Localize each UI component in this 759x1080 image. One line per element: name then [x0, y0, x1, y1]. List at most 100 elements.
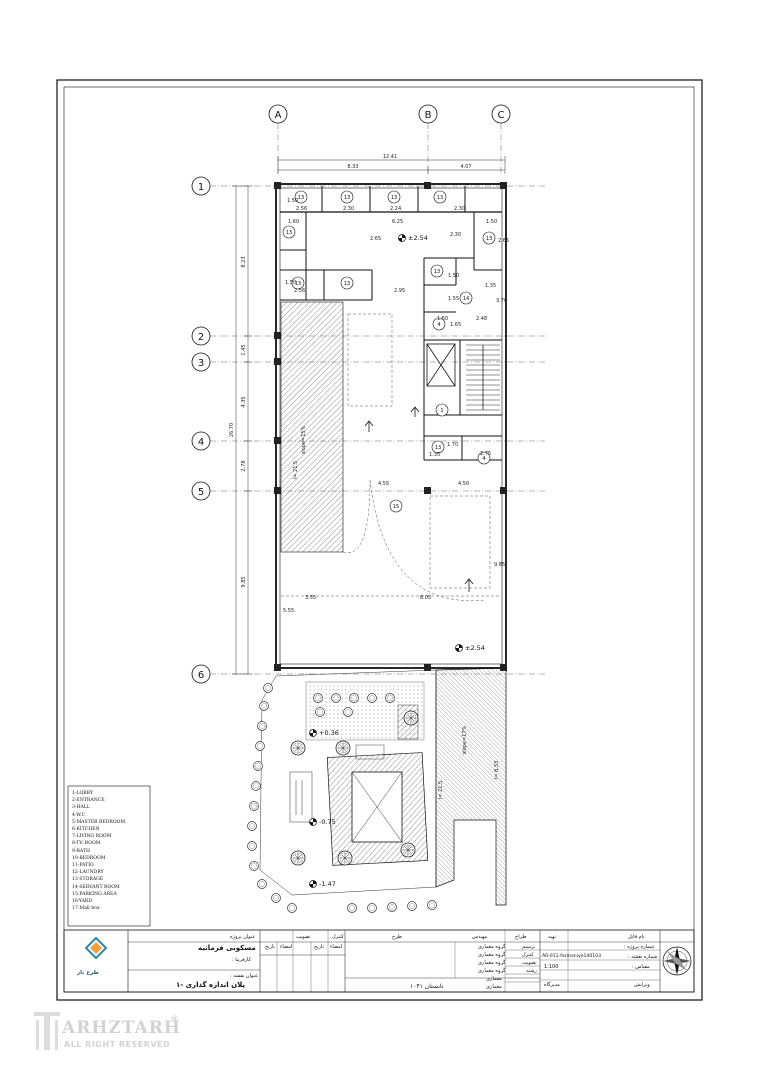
- legend-item: 1-LOBBY: [72, 791, 93, 796]
- svg-text:5: 5: [198, 487, 204, 498]
- legend-item: 5-MASTER BEDROOM: [72, 819, 126, 825]
- room-tag: 4: [477, 451, 491, 465]
- room-tag: 1: [435, 403, 449, 417]
- arch-1: گروه معماری: [478, 944, 506, 950]
- room-tag: 13: [294, 190, 308, 204]
- arch-2: گروه معماری: [478, 952, 506, 958]
- svg-text:1.50: 1.50: [448, 273, 459, 279]
- up-arrow-icon-2: [464, 578, 474, 592]
- legend-item: 15-PARKING AREA: [72, 891, 117, 897]
- company-logo: [84, 936, 108, 960]
- col-check: کنترل: [332, 934, 344, 940]
- svg-text:-0.75: -0.75: [319, 818, 336, 826]
- dim-top-a-b: 8.33: [347, 164, 358, 170]
- staircase: [466, 344, 500, 411]
- svg-text:-1.47: -1.47: [319, 880, 336, 888]
- parking-bays: [281, 313, 500, 601]
- svg-text:4: 4: [437, 322, 440, 328]
- svg-text:2.30: 2.30: [450, 232, 461, 238]
- dim-left-total: 26.70: [229, 423, 235, 437]
- field: رشته: [526, 968, 537, 974]
- svg-text:2.65: 2.65: [498, 238, 509, 244]
- company-name: طرح تار: [77, 970, 99, 976]
- room-tag: 13: [387, 190, 401, 204]
- col-engineer: مهندس: [472, 934, 488, 940]
- svg-text:2.95: 2.95: [394, 288, 405, 294]
- sheet-no-label: شماره نقشه :: [628, 954, 658, 960]
- svg-text:1.50: 1.50: [486, 219, 497, 225]
- svg-text:13: 13: [437, 195, 443, 201]
- grid-column-b: B: [418, 104, 438, 175]
- svg-text:6.25: 6.25: [392, 219, 403, 225]
- level-marker: ±2.54: [455, 644, 485, 652]
- svg-text:3: 3: [198, 358, 204, 369]
- legend-item: 16-YARD: [72, 899, 93, 905]
- room-tag: 15: [389, 499, 403, 513]
- grid-row-5: 5: [191, 481, 545, 501]
- svg-text:2.30: 2.30: [454, 206, 465, 212]
- north-arrow-icon: [662, 946, 692, 976]
- grid-column-a: A: [268, 104, 288, 175]
- svg-text:2.65: 2.65: [370, 236, 381, 242]
- svg-text:1.50: 1.50: [285, 280, 296, 286]
- control: کنترل: [522, 952, 534, 958]
- legend-item: 2-ENTRANCE: [72, 798, 105, 804]
- top-dimension-lines: [277, 156, 506, 174]
- scale-label: مقیاس :: [632, 964, 650, 970]
- sheet-title: پلان اندازه گذاری -۱: [176, 981, 246, 989]
- room-tag: 13: [433, 190, 447, 204]
- svg-text:2.30: 2.30: [343, 206, 354, 212]
- legend-item: 9-BATH: [72, 848, 90, 854]
- legend-box: [67, 785, 151, 927]
- svg-text:13: 13: [486, 236, 492, 242]
- dim-left-5-6: 9.85: [241, 576, 247, 587]
- arch-6: معماری: [486, 984, 502, 990]
- elevator: [426, 343, 456, 387]
- legend-item: 4-W.C: [72, 812, 86, 818]
- room-tag: 13: [430, 264, 444, 278]
- svg-text:+0.36: +0.36: [319, 729, 339, 737]
- dim-left-1-2: 8.23: [241, 256, 247, 267]
- dim-top-total: 12.41: [383, 154, 397, 160]
- arch-4: گروه معماری: [478, 968, 506, 974]
- room-tag: 13: [482, 231, 496, 245]
- svg-text:C: C: [498, 110, 505, 121]
- legend-item: 6-KITCHEN: [72, 827, 100, 833]
- svg-text:14: 14: [463, 296, 469, 302]
- svg-text:2.48: 2.48: [476, 316, 487, 322]
- room-tag: 13: [282, 225, 296, 239]
- designer-label: طراح: [515, 934, 527, 940]
- revision-value: مدیرگاه: [544, 982, 560, 988]
- sub-date-1: تاریخ: [265, 944, 275, 950]
- building-walls: [275, 183, 507, 669]
- sheet-label: عنوان نقشه :: [230, 973, 259, 979]
- svg-text:13: 13: [434, 269, 440, 275]
- svg-text:±2.54: ±2.54: [408, 234, 428, 242]
- svg-text:1.60: 1.60: [437, 316, 448, 322]
- room-tag: 14: [459, 291, 473, 305]
- svg-text:3.70: 3.70: [496, 298, 507, 304]
- grid-row-4: 4: [191, 431, 545, 451]
- svg-text:9.85: 9.85: [494, 562, 505, 568]
- arch-5: معماری: [486, 976, 502, 982]
- up-arrow-icon: [364, 420, 374, 432]
- approval: تصویب: [522, 960, 537, 966]
- svg-text:4.55: 4.55: [378, 481, 389, 487]
- legend-item: 12-LAUNDRY: [72, 870, 104, 876]
- svg-text:1.35: 1.35: [485, 283, 496, 289]
- dim-left-3-4: 4.35: [241, 396, 247, 407]
- sub-date-2: تاریخ: [314, 944, 324, 950]
- svg-text:13: 13: [344, 281, 350, 287]
- svg-text:2: 2: [198, 332, 204, 343]
- designer-role: تهیه: [548, 934, 556, 940]
- room-tag: 13: [340, 276, 354, 290]
- col-draw: طرح: [392, 934, 402, 940]
- legend-item: 3-HALL: [72, 805, 90, 811]
- legend-item: 8-TV. ROOM: [72, 841, 101, 847]
- svg-text:13: 13: [295, 281, 301, 287]
- svg-text:1.60: 1.60: [288, 219, 299, 225]
- up-arrow-icon-3: [410, 406, 420, 417]
- svg-text:4.50: 4.50: [458, 481, 469, 487]
- svg-text:2.56: 2.56: [296, 206, 307, 212]
